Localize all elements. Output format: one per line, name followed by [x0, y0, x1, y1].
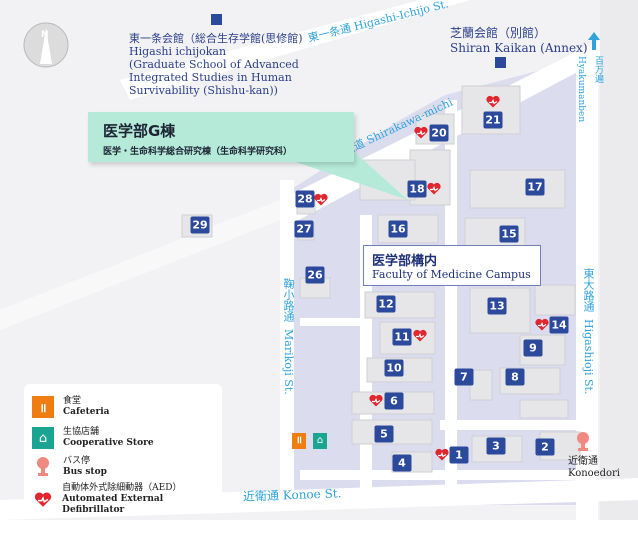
- building-badge-26[interactable]: 26: [305, 266, 325, 284]
- aed-icon[interactable]: [413, 329, 427, 343]
- road-higashioji: 東大路通 Higashioji St.: [580, 268, 596, 394]
- legend-en: Automated External Defibrillator: [62, 494, 164, 515]
- shiran-kaikan-label: 芝蘭会館（別館） Shiran Kaikan (Annex): [450, 26, 588, 56]
- building-badge-8[interactable]: 8: [505, 368, 525, 386]
- aed-icon[interactable]: [427, 182, 441, 196]
- higashi-ichijokan-en-1: Higashi ichijokan: [129, 45, 227, 58]
- road-konoe: 近衛通 Konoe St.: [242, 486, 342, 504]
- aed-icon: [32, 489, 53, 511]
- bus-stop-en: Konoedori: [568, 468, 621, 479]
- campus-label: 医学部構内 Faculty of Medicine Campus: [363, 245, 541, 286]
- g-building-title: 医学部G棟: [103, 122, 176, 140]
- building-badge-1[interactable]: 1: [449, 446, 469, 464]
- bus-stop-label: 近衛通 Konoedori: [568, 456, 620, 480]
- building-badge-27[interactable]: 27: [294, 220, 314, 238]
- higashi-ichijokan-jp: 東一条会館（総合生存学館(思修館): [129, 32, 303, 45]
- road-higashioji-en: Higashioji St.: [582, 318, 595, 394]
- legend-jp: 自動体外式除細動器（AED）: [62, 483, 182, 493]
- road-higashioji-jp: 東大路通: [582, 268, 595, 312]
- building-badge-16[interactable]: 16: [388, 220, 408, 238]
- legend-en: Cooperative Store: [63, 438, 154, 448]
- building-badge-9[interactable]: 9: [523, 339, 543, 357]
- legend-en: Bus stop: [63, 467, 107, 477]
- campus-label-en: Faculty of Medicine Campus: [372, 268, 531, 281]
- building-badge-12[interactable]: 12: [376, 295, 396, 313]
- building-badge-4[interactable]: 4: [392, 454, 412, 472]
- building-badge-6[interactable]: 6: [384, 392, 404, 410]
- road-marikoji-en: Marikoji St.: [282, 328, 295, 395]
- road-marikoji-jp: 鞠小路通: [282, 278, 295, 322]
- legend-jp: 食堂: [63, 396, 82, 406]
- aed-icon[interactable]: [535, 318, 549, 332]
- compass-label: N: [41, 30, 49, 40]
- campus-label-jp: 医学部構内: [372, 254, 438, 269]
- building-badge-13[interactable]: 13: [487, 297, 507, 315]
- aed-icon[interactable]: [486, 95, 500, 109]
- store-icon[interactable]: ⌂: [313, 433, 327, 449]
- higashi-ichijokan-en-2: (Graduate School of Advanced: [129, 58, 299, 71]
- building-badge-15[interactable]: 15: [499, 225, 519, 243]
- g-building-callout: 医学部G棟 医学・生命科学総合研究棟（生命科学研究科）: [88, 112, 354, 162]
- building-badge-2[interactable]: 2: [535, 438, 555, 456]
- aed-icon[interactable]: [369, 394, 383, 408]
- compass-icon: [23, 22, 69, 68]
- building-badge-20[interactable]: 20: [429, 124, 449, 142]
- bus-stop-jp: 近衛通: [568, 456, 598, 467]
- higashi-ichijokan-label: 東一条会館（総合生存学館(思修館) Higashi ichijokan (Gra…: [129, 32, 303, 97]
- legend-en: Cafeteria: [63, 407, 110, 417]
- higashi-ichijokan-en-3: Integrated Studies in Human: [129, 71, 292, 84]
- bus-stop-icon: [32, 456, 54, 478]
- building-badge-17[interactable]: 17: [525, 178, 545, 196]
- cafeteria-icon: ॥: [32, 396, 54, 418]
- shiran-kaikan-jp: 芝蘭会館（別館）: [450, 26, 547, 40]
- bus-stop-icon[interactable]: [576, 432, 590, 452]
- aed-icon[interactable]: [414, 126, 428, 140]
- building-badge-18[interactable]: 18: [407, 180, 427, 198]
- building-badge-28[interactable]: 28: [295, 190, 315, 208]
- building-badge-11[interactable]: 11: [392, 328, 412, 346]
- road-hyakumanben-jp: 百万遍: [593, 56, 603, 83]
- building-badge-7[interactable]: 7: [454, 368, 474, 386]
- building-badge-14[interactable]: 14: [549, 316, 569, 334]
- building-badge-21[interactable]: 21: [483, 111, 503, 129]
- legend-item-aed: 自動体外式除細動器（AED）Automated External Defibri…: [32, 483, 222, 516]
- store-icon: ⌂: [32, 427, 54, 449]
- cafeteria-icon[interactable]: ॥: [292, 433, 306, 449]
- legend-jp: バス停: [63, 456, 91, 466]
- higashi-ichijokan-en-4: Survivability (Shishu-kan)): [129, 84, 278, 97]
- building-badge-3[interactable]: 3: [486, 437, 506, 455]
- aed-icon[interactable]: [314, 193, 328, 207]
- legend-jp: 生協店舗: [63, 427, 100, 437]
- road-hyakumanben-en: Hyakumanben: [576, 56, 586, 123]
- building-badge-10[interactable]: 10: [384, 359, 404, 377]
- building-badge-29[interactable]: 29: [190, 216, 210, 234]
- road-marikoji: 鞠小路通 Marikoji St.: [280, 278, 296, 394]
- building-badge-5[interactable]: 5: [374, 425, 394, 443]
- aed-icon[interactable]: [435, 448, 449, 462]
- shiran-kaikan-en: Shiran Kaikan (Annex): [450, 41, 588, 55]
- g-building-subtitle: 医学・生命科学総合研究棟（生命科学研究科）: [103, 147, 293, 157]
